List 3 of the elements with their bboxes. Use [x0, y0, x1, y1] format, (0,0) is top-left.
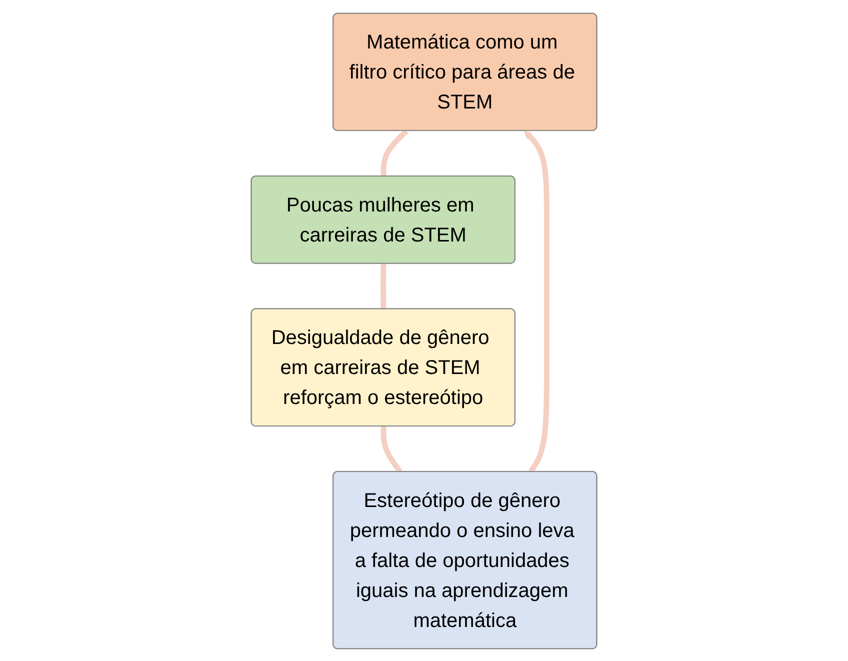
arrow	[524, 130, 550, 473]
connector	[380, 263, 386, 309]
connector	[380, 128, 408, 176]
